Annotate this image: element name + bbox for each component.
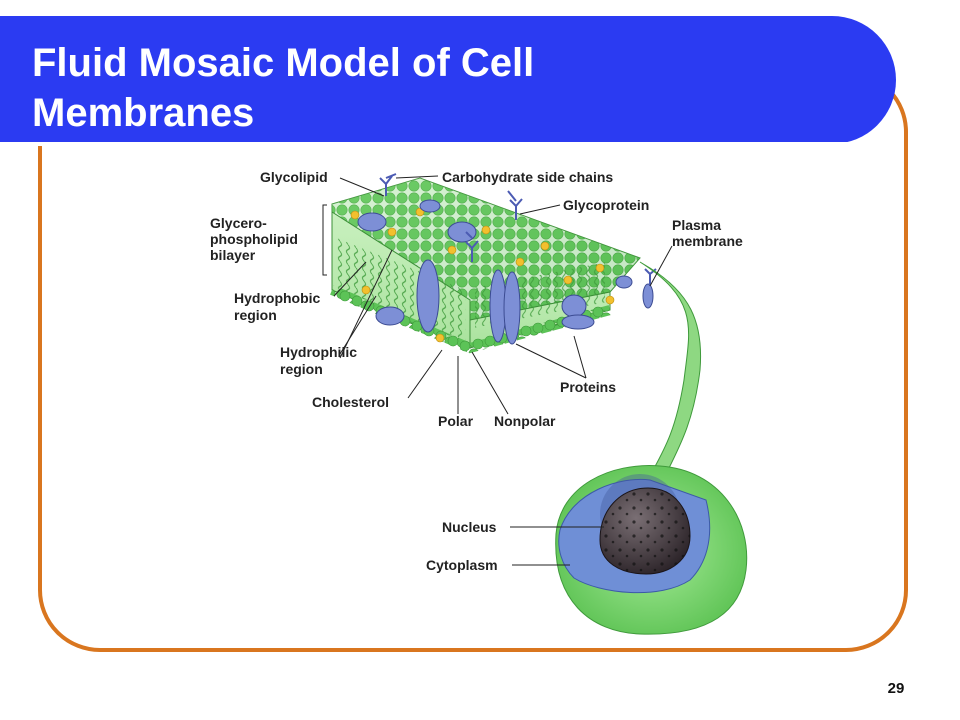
membrane-slab <box>330 173 657 354</box>
label-carbohydrate-side-chains: Carbohydrate side chains <box>442 169 613 185</box>
label-hydrophobic-line1: Hydrophobic <box>234 290 321 306</box>
label-proteins: Proteins <box>560 379 616 395</box>
label-glycerophospholipid-line3: bilayer <box>210 247 256 263</box>
label-polar: Polar <box>438 413 474 429</box>
label-glycerophospholipid-line1: Glycero- <box>210 215 267 231</box>
label-cytoplasm: Cytoplasm <box>426 557 498 573</box>
cell <box>555 465 748 635</box>
label-nucleus: Nucleus <box>442 519 497 535</box>
leader-lines <box>322 175 673 566</box>
label-hydrophilic-line2: region <box>280 361 323 377</box>
label-glycoprotein: Glycoprotein <box>563 197 649 213</box>
label-glycolipid: Glycolipid <box>260 169 328 185</box>
cholesterol-molecules <box>350 207 615 343</box>
label-cholesterol: Cholesterol <box>312 394 389 410</box>
title-bar: Fluid Mosaic Model of Cell Membranes <box>0 16 896 146</box>
label-hydrophilic-line1: Hydrophilic <box>280 344 357 360</box>
label-plasma-membrane-line2: membrane <box>672 233 743 249</box>
page-number: 29 <box>887 680 905 697</box>
membrane-proteins <box>357 199 654 345</box>
label-hydrophobic-line2: region <box>234 307 277 323</box>
label-nonpolar: Nonpolar <box>494 413 556 429</box>
label-glycerophospholipid-line2: phospholipid <box>210 231 298 247</box>
label-plasma-membrane-line1: Plasma <box>672 217 721 233</box>
slide-title: Fluid Mosaic Model of Cell Membranes <box>32 41 535 135</box>
title-underline <box>0 142 848 146</box>
